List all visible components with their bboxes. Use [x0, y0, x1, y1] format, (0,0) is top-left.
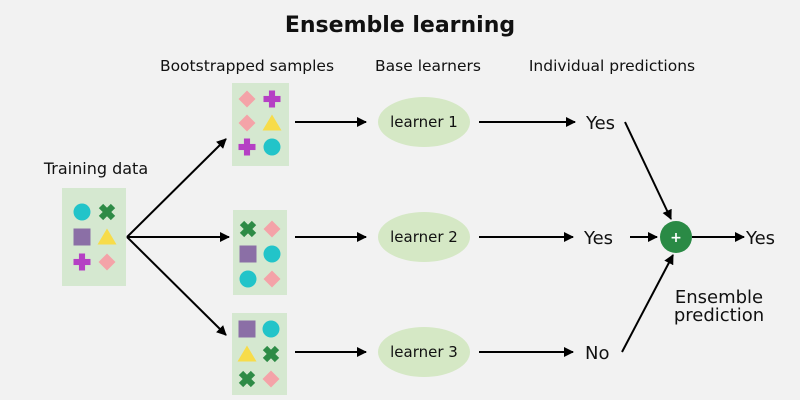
sample-1-shapes: [238, 90, 282, 156]
diagram-title: Ensemble learning: [285, 13, 515, 38]
plus-shape-icon: [238, 138, 256, 156]
training-data-label: Training data: [43, 159, 148, 178]
square-shape-icon: [73, 228, 91, 246]
triangle-shape-icon: [262, 114, 282, 131]
diamond-shape-icon: [263, 220, 281, 238]
learner-2-node: [378, 212, 470, 262]
circle-shape-icon: [263, 245, 281, 263]
diamond-shape-icon: [238, 90, 256, 108]
square-shape-icon: [239, 245, 257, 263]
learner-1-node: [378, 97, 470, 147]
cross-shape-icon: [238, 370, 256, 388]
prediction-1: Yes: [585, 113, 615, 134]
circle-shape-icon: [73, 203, 91, 221]
training-data-shapes: [73, 203, 117, 271]
ensemble-prediction-label-line1: Ensemble: [675, 287, 763, 308]
arrow-training-to-sample-1: [126, 138, 227, 238]
diamond-shape-icon: [262, 370, 280, 388]
circle-shape-icon: [262, 320, 280, 338]
learner-3-node: [378, 327, 470, 377]
final-prediction: Yes: [745, 228, 775, 249]
cross-shape-icon: [239, 220, 257, 238]
circle-shape-icon: [239, 270, 257, 288]
sample-2-shapes: [239, 220, 281, 288]
circle-shape-icon: [263, 138, 281, 156]
diamond-shape-icon: [263, 270, 281, 288]
arrow-training-to-sample-3: [126, 236, 227, 336]
diamond-shape-icon: [98, 253, 116, 271]
square-shape-icon: [238, 320, 256, 338]
combiner-node: [660, 221, 692, 253]
plus-shape-icon: [263, 90, 281, 108]
cross-shape-icon: [98, 203, 116, 221]
prediction-2: Yes: [583, 228, 613, 249]
cross-shape-icon: [262, 345, 280, 363]
header-base-learners: Base learners: [375, 57, 481, 75]
arrow-prediction-3-to-combiner: [621, 254, 674, 353]
sample-3-shapes: [237, 320, 280, 388]
combiner-plus-icon: +: [670, 230, 682, 246]
prediction-3: No: [585, 343, 609, 364]
arrow-prediction-1-to-combiner: [624, 121, 672, 220]
learner-3-label: learner 3: [390, 343, 458, 361]
learner-2-label: learner 2: [390, 228, 458, 246]
ensemble-prediction-label-line2: prediction: [674, 305, 764, 326]
triangle-shape-icon: [97, 228, 117, 245]
header-individual-predictions: Individual predictions: [529, 57, 695, 75]
training-data-box: [62, 188, 126, 286]
diamond-shape-icon: [238, 114, 256, 132]
header-bootstrapped-samples: Bootstrapped samples: [160, 57, 334, 75]
triangle-shape-icon: [237, 345, 257, 362]
learner-1-label: learner 1: [390, 113, 458, 131]
plus-shape-icon: [73, 253, 91, 271]
